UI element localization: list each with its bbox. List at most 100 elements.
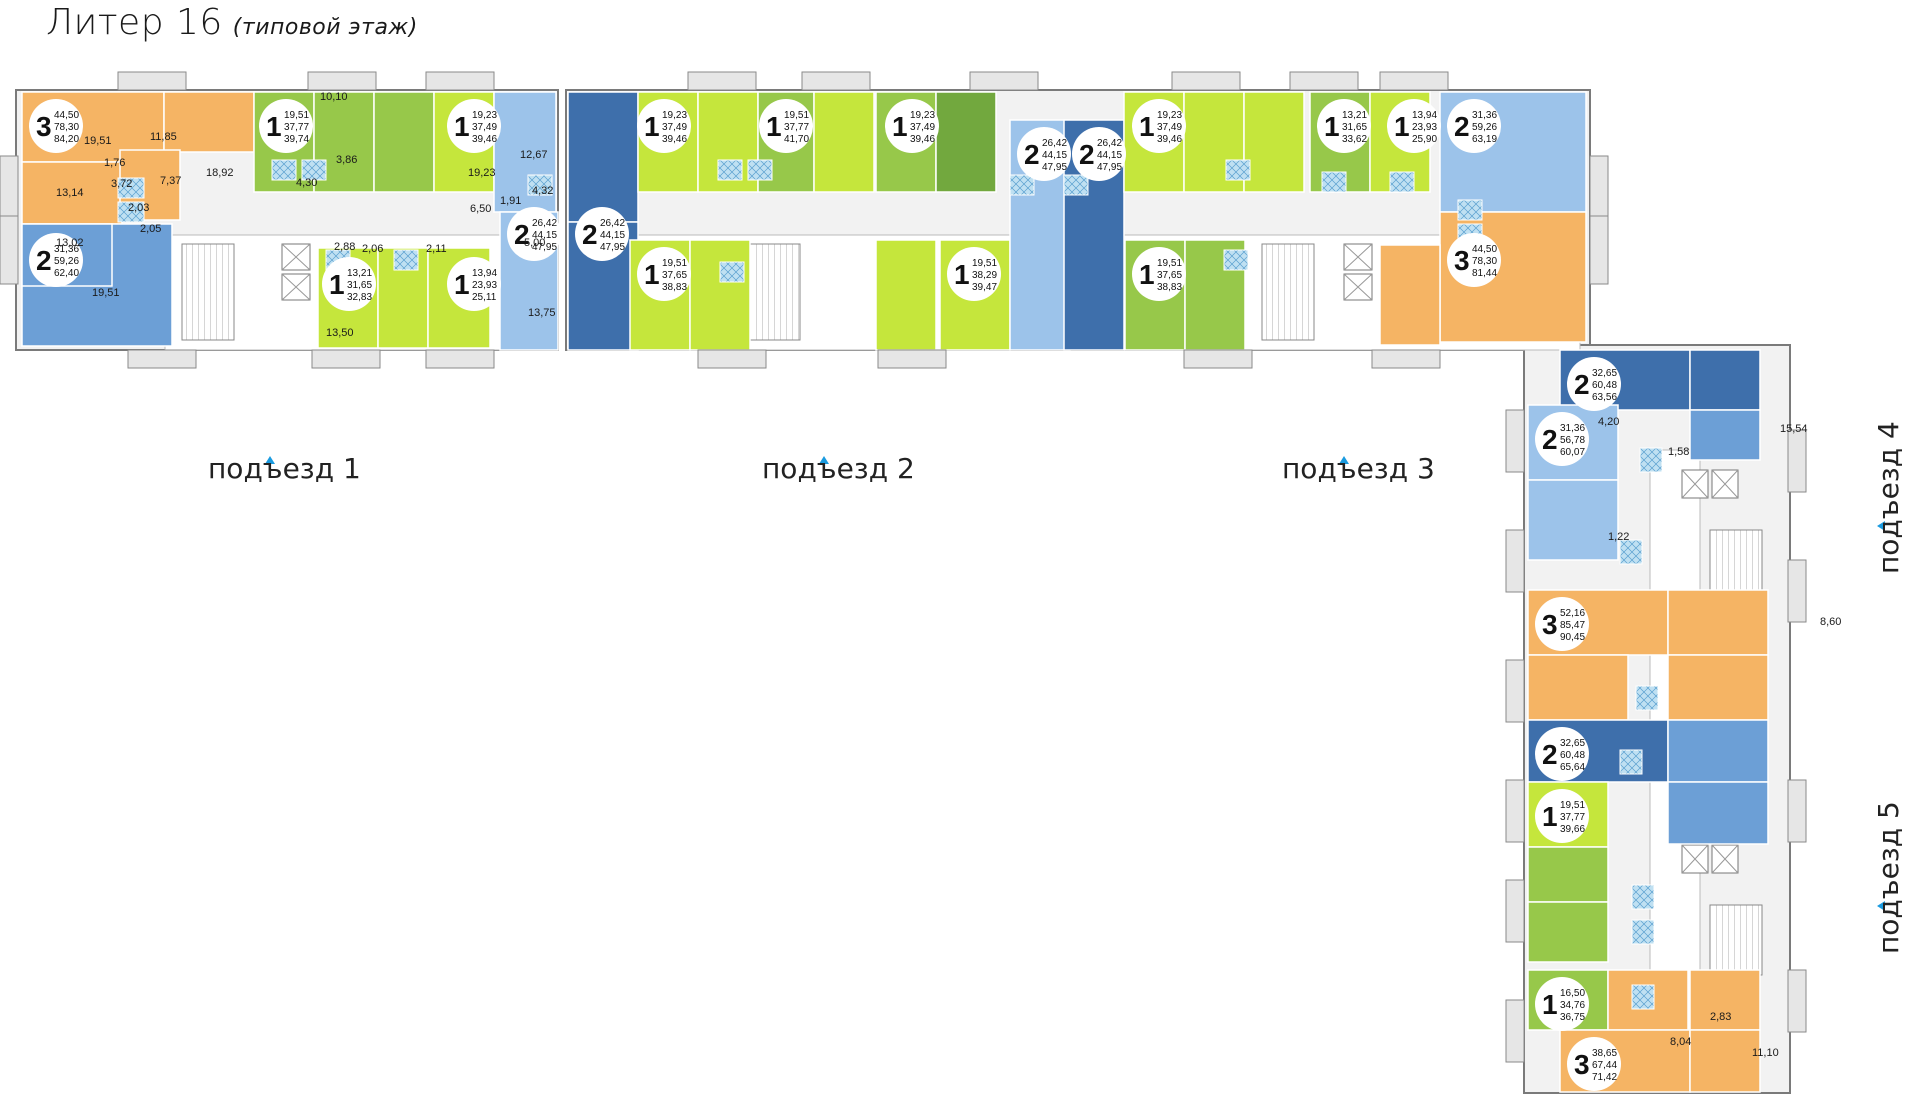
entrance-2: подъезд 2 xyxy=(762,452,915,485)
room-fill xyxy=(1689,349,1761,411)
entrance-3: подъезд 3 xyxy=(1282,452,1435,485)
apartment-living-area: 52,16 xyxy=(1560,608,1585,619)
balcony xyxy=(969,71,1039,91)
room-area-label: 19,23 xyxy=(468,167,496,179)
room-fill xyxy=(1667,719,1769,783)
entrance-arrow-icon xyxy=(265,456,275,464)
apartment-total-area: 37,49 xyxy=(910,122,935,133)
apartment-badge-circle xyxy=(1535,977,1589,1031)
apartment-badge-circle xyxy=(1132,247,1186,301)
apartment-total-area: 59,26 xyxy=(1472,122,1497,133)
bathroom-tile xyxy=(719,261,745,283)
apartment-total-with-balcony: 47,95 xyxy=(600,242,625,253)
apartment-rooms: 1 xyxy=(454,111,470,142)
bathroom-tile xyxy=(1389,171,1415,193)
balcony xyxy=(877,349,947,369)
room-area-label: 13,14 xyxy=(56,187,84,199)
room-area-label: 5,00 xyxy=(524,237,545,249)
apartment-badge-circle xyxy=(1447,233,1501,287)
balcony xyxy=(1171,71,1241,91)
room-fill xyxy=(1667,781,1769,845)
apartment-total-area: 37,49 xyxy=(1157,122,1182,133)
bathroom-tile xyxy=(1631,884,1655,910)
balcony xyxy=(1787,559,1807,623)
apartment-badge-circle xyxy=(1535,727,1589,781)
room-area-label: 18,92 xyxy=(206,167,234,179)
room-area-label: 13,50 xyxy=(326,327,354,339)
apartment-living-area: 26,42 xyxy=(600,218,625,229)
apartment-living-area: 26,42 xyxy=(532,218,557,229)
balcony xyxy=(1589,215,1609,285)
room-area-label: 1,58 xyxy=(1668,446,1689,458)
room-fill xyxy=(1379,244,1441,346)
room-area-label: 6,50 xyxy=(470,203,491,215)
apartment-total-area: 85,47 xyxy=(1560,620,1585,631)
apartment-total-area: 67,44 xyxy=(1592,1060,1617,1071)
apartment-badge-circle xyxy=(1535,597,1589,651)
balcony xyxy=(117,71,187,91)
apartment-living-area: 19,51 xyxy=(1157,258,1182,269)
apartment-total-area: 44,15 xyxy=(1097,150,1122,161)
apartment-total-area: 23,93 xyxy=(1412,122,1437,133)
room-area-label: 12,67 xyxy=(520,149,548,161)
entrance-label: подъезд 5 xyxy=(1872,801,1905,954)
entrance-label: подъезд 4 xyxy=(1872,421,1905,574)
apartment-badge-circle xyxy=(1072,127,1126,181)
apartment-rooms: 1 xyxy=(644,259,660,290)
room-area-label: 2,11 xyxy=(426,243,447,255)
room-area-label: 1,76 xyxy=(104,157,125,169)
apartment-badge-circle xyxy=(447,99,501,153)
room-fill xyxy=(813,91,875,193)
apartment-rooms: 2 xyxy=(1542,739,1558,770)
bathroom-tile xyxy=(527,174,553,196)
bathroom-tile xyxy=(393,249,419,271)
apartment-total-area: 31,65 xyxy=(1342,122,1367,133)
apartment-badge-circle xyxy=(885,99,939,153)
room-fill xyxy=(1689,969,1761,1031)
room-area-label: 3,72 xyxy=(111,178,132,190)
apartment-badge-circle xyxy=(1317,99,1371,153)
apartment-badge-circle xyxy=(447,257,501,311)
apartment-rooms: 1 xyxy=(1324,111,1340,142)
bathroom-tile xyxy=(1635,685,1659,711)
apartment-total-with-balcony: 39,47 xyxy=(972,282,997,293)
room-area-label: 2,03 xyxy=(128,202,149,214)
room-fill xyxy=(1527,479,1619,561)
apartment-total-area: 38,29 xyxy=(972,270,997,281)
room-area-label: 2,83 xyxy=(1710,1011,1731,1023)
bathroom-tile xyxy=(1619,539,1643,565)
apartment-rooms: 1 xyxy=(1394,111,1410,142)
apartment-living-area: 13,94 xyxy=(472,268,497,279)
balcony xyxy=(1787,779,1807,843)
